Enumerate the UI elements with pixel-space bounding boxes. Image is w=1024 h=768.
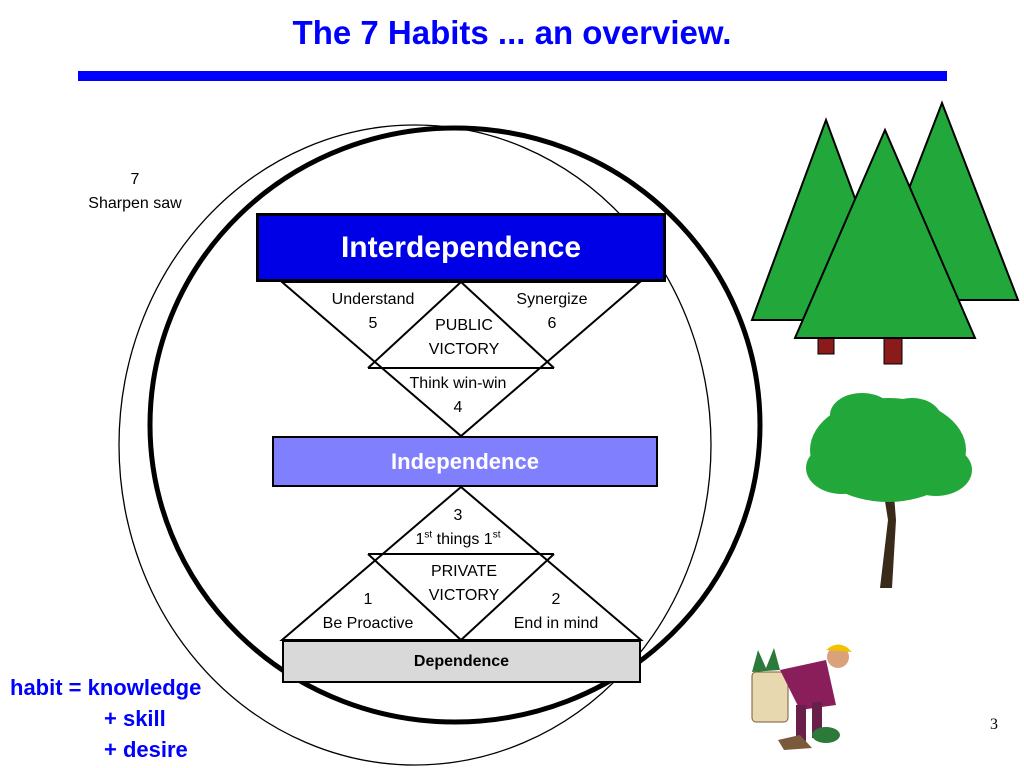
habit-5-text: Understand [331, 291, 415, 308]
outer-thick-circle [147, 125, 763, 725]
habit-4-number: 4 [453, 399, 463, 416]
interdependence-box: Interdependence [256, 213, 666, 282]
habit-7-number: 7 [130, 171, 140, 188]
gardener-icon [751, 644, 852, 750]
public-victory-line1: PUBLIC [435, 317, 493, 334]
habit-1-text: Be Proactive [322, 615, 414, 632]
habit-5-label: Understand 5 [308, 288, 438, 336]
habit-3-text: 1st things 1st [415, 529, 501, 548]
independence-label: Independence [391, 448, 539, 474]
habit-2-number: 2 [551, 591, 561, 608]
private-victory-line1: PRIVATE [430, 563, 498, 580]
habit-1-label: 1 Be Proactive [300, 588, 436, 636]
habit-6-number: 6 [547, 315, 557, 332]
habit-4-label: Think win-win 4 [388, 372, 528, 420]
habit-1-number: 1 [363, 591, 373, 608]
public-inner-line-left [367, 281, 462, 369]
pine-trees-icon [750, 100, 1020, 365]
habit-7-label: 7 Sharpen saw [70, 168, 200, 216]
private-victory-line2: VICTORY [428, 587, 500, 604]
dependence-label: Dependence [413, 652, 510, 670]
habit-7-text: Sharpen saw [88, 195, 182, 212]
slide-title: The 7 Habits ... an overview. [292, 14, 732, 51]
habit-formula: habit = knowledge + skill + desire [10, 672, 201, 765]
habit-2-label: 2 End in mind [488, 588, 624, 636]
deciduous-tree-icon [806, 393, 972, 588]
habit-6-label: Synergize 6 [487, 288, 617, 336]
habit-5-number: 5 [368, 315, 378, 332]
formula-line3: + desire [104, 737, 188, 762]
private-inner-line-right [460, 553, 555, 641]
public-victory-label: PUBLIC VICTORY [404, 314, 524, 362]
formula-line2: + skill [104, 706, 166, 731]
public-inner-line-right [460, 281, 555, 369]
outer-thin-circle [118, 124, 712, 766]
formula-line1: habit = knowledge [10, 675, 202, 700]
habit-3-label: 3 1st things 1st [388, 504, 528, 552]
habit-4-text: Think win-win [409, 375, 507, 392]
private-victory-label: PRIVATE VICTORY [404, 560, 524, 608]
page-number: 3 [990, 716, 998, 733]
independence-box: Independence [272, 436, 658, 487]
interdependence-label: Interdependence [340, 230, 582, 264]
habit-2-text: End in mind [513, 615, 599, 632]
private-inner-line-left [367, 553, 462, 641]
dependence-box: Dependence [282, 640, 641, 683]
title-underline [78, 71, 947, 81]
habit-6-text: Synergize [516, 291, 588, 308]
public-victory-line2: VICTORY [428, 341, 500, 358]
habit-3-number: 3 [453, 507, 463, 524]
